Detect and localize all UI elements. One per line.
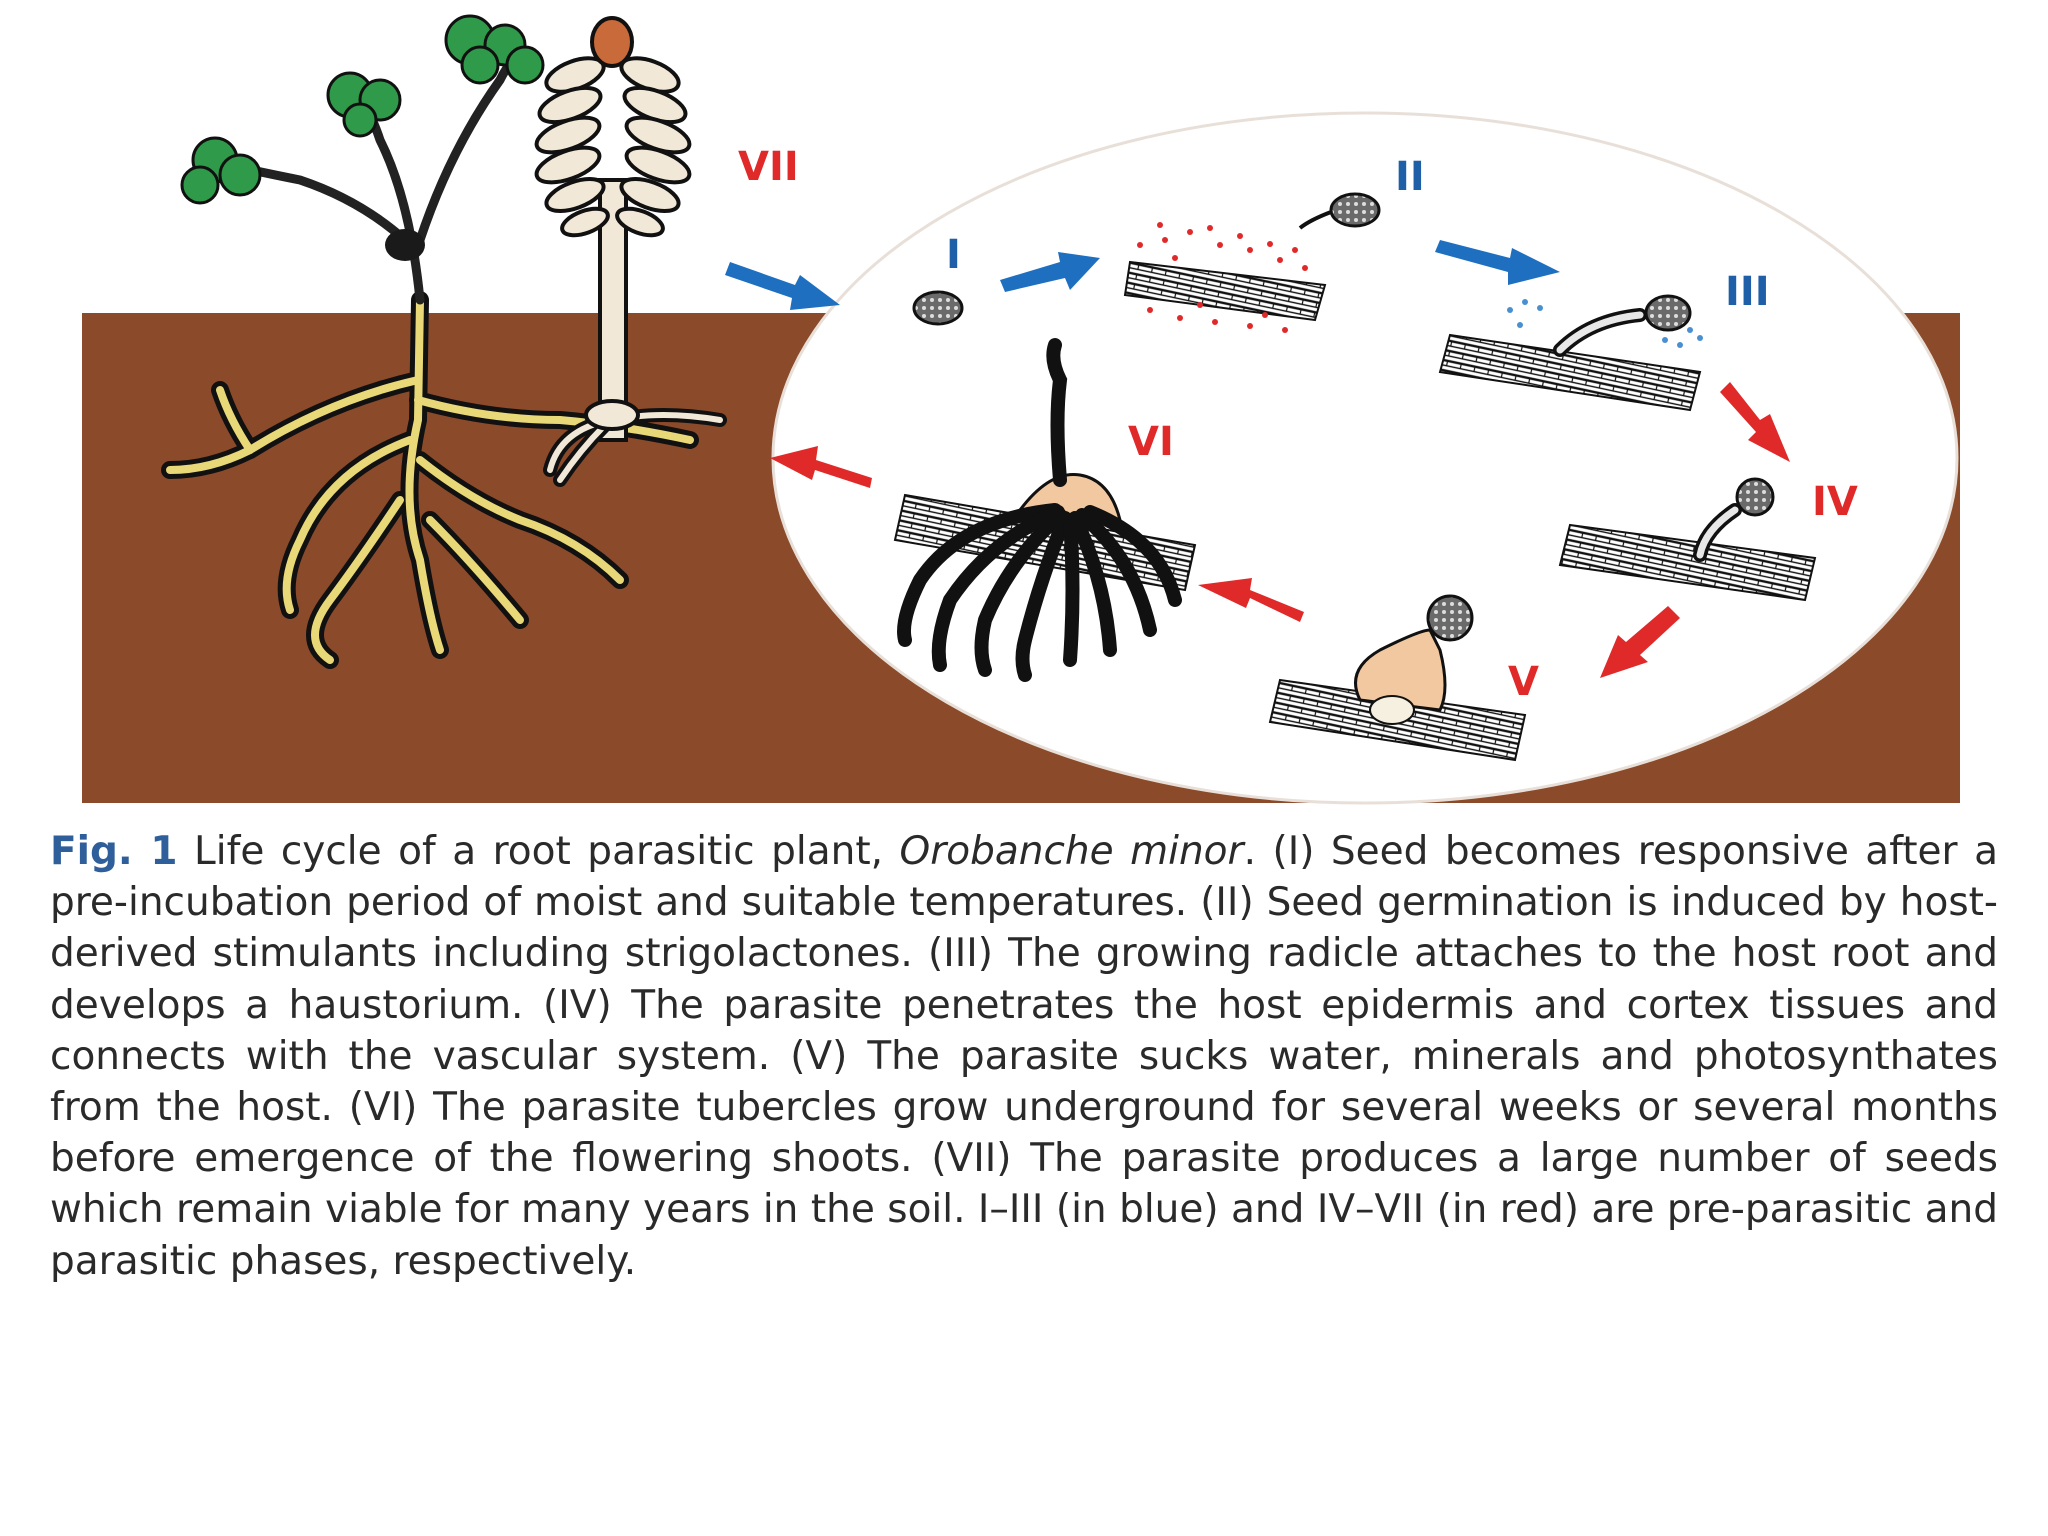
stage-ii-seed [1329,192,1381,228]
stage-iv-seed [1735,477,1775,517]
arrow-i-to-ii [1000,252,1100,292]
host-plant [161,14,699,669]
stage-label-ii: II [1395,154,1425,200]
arrow-ii-to-iii [1435,240,1560,285]
arrow-vii-to-i [725,262,840,310]
caption-intro: Life cycle of a root parasitic plant, [177,829,900,874]
species-name: Orobanche minor [899,829,1244,874]
stage-vi-tubercle [893,338,1197,682]
stage-label-vii: VII [738,144,799,190]
orobanche-bud [590,16,634,68]
stage-iii-seed [1644,294,1692,332]
stimulant-dots [1137,222,1308,333]
host-leaves [180,14,545,205]
arrow-iv-to-v [1600,606,1680,678]
stage-v-seed [1426,594,1474,642]
arrow-vi-to-vii [770,446,872,488]
figure-caption: Fig. 1 Life cycle of a root parasitic pl… [50,826,1998,1287]
orobanche-shoot [534,16,727,487]
stage-iii-root [1438,294,1703,412]
stage-label-iv: IV [1812,479,1858,525]
stage-label-vi: VI [1128,419,1174,465]
stage-ii-root [1123,192,1381,333]
stage-iv-root [1558,477,1817,602]
life-cycle-figure: VII I II III IV V VI [82,14,1960,805]
stage-label-i: I [946,232,961,278]
stage-label-v: V [1508,659,1539,705]
orobanche-flowers [534,56,692,238]
arrow-v-to-vi [1198,578,1304,622]
host-stem-node [385,229,425,261]
figure-label: Fig. 1 [50,829,178,874]
arrow-iii-to-iv [1720,382,1790,462]
stage-label-iii: III [1725,269,1770,315]
stage-i-seed [912,290,964,326]
parasitic-arrows [770,382,1790,678]
caption-body: . (I) Seed becomes responsive after a pr… [50,829,1998,1284]
stage-v-root [1268,594,1527,762]
water-dots [1507,299,1703,348]
pre-parasitic-arrows [725,240,1560,310]
